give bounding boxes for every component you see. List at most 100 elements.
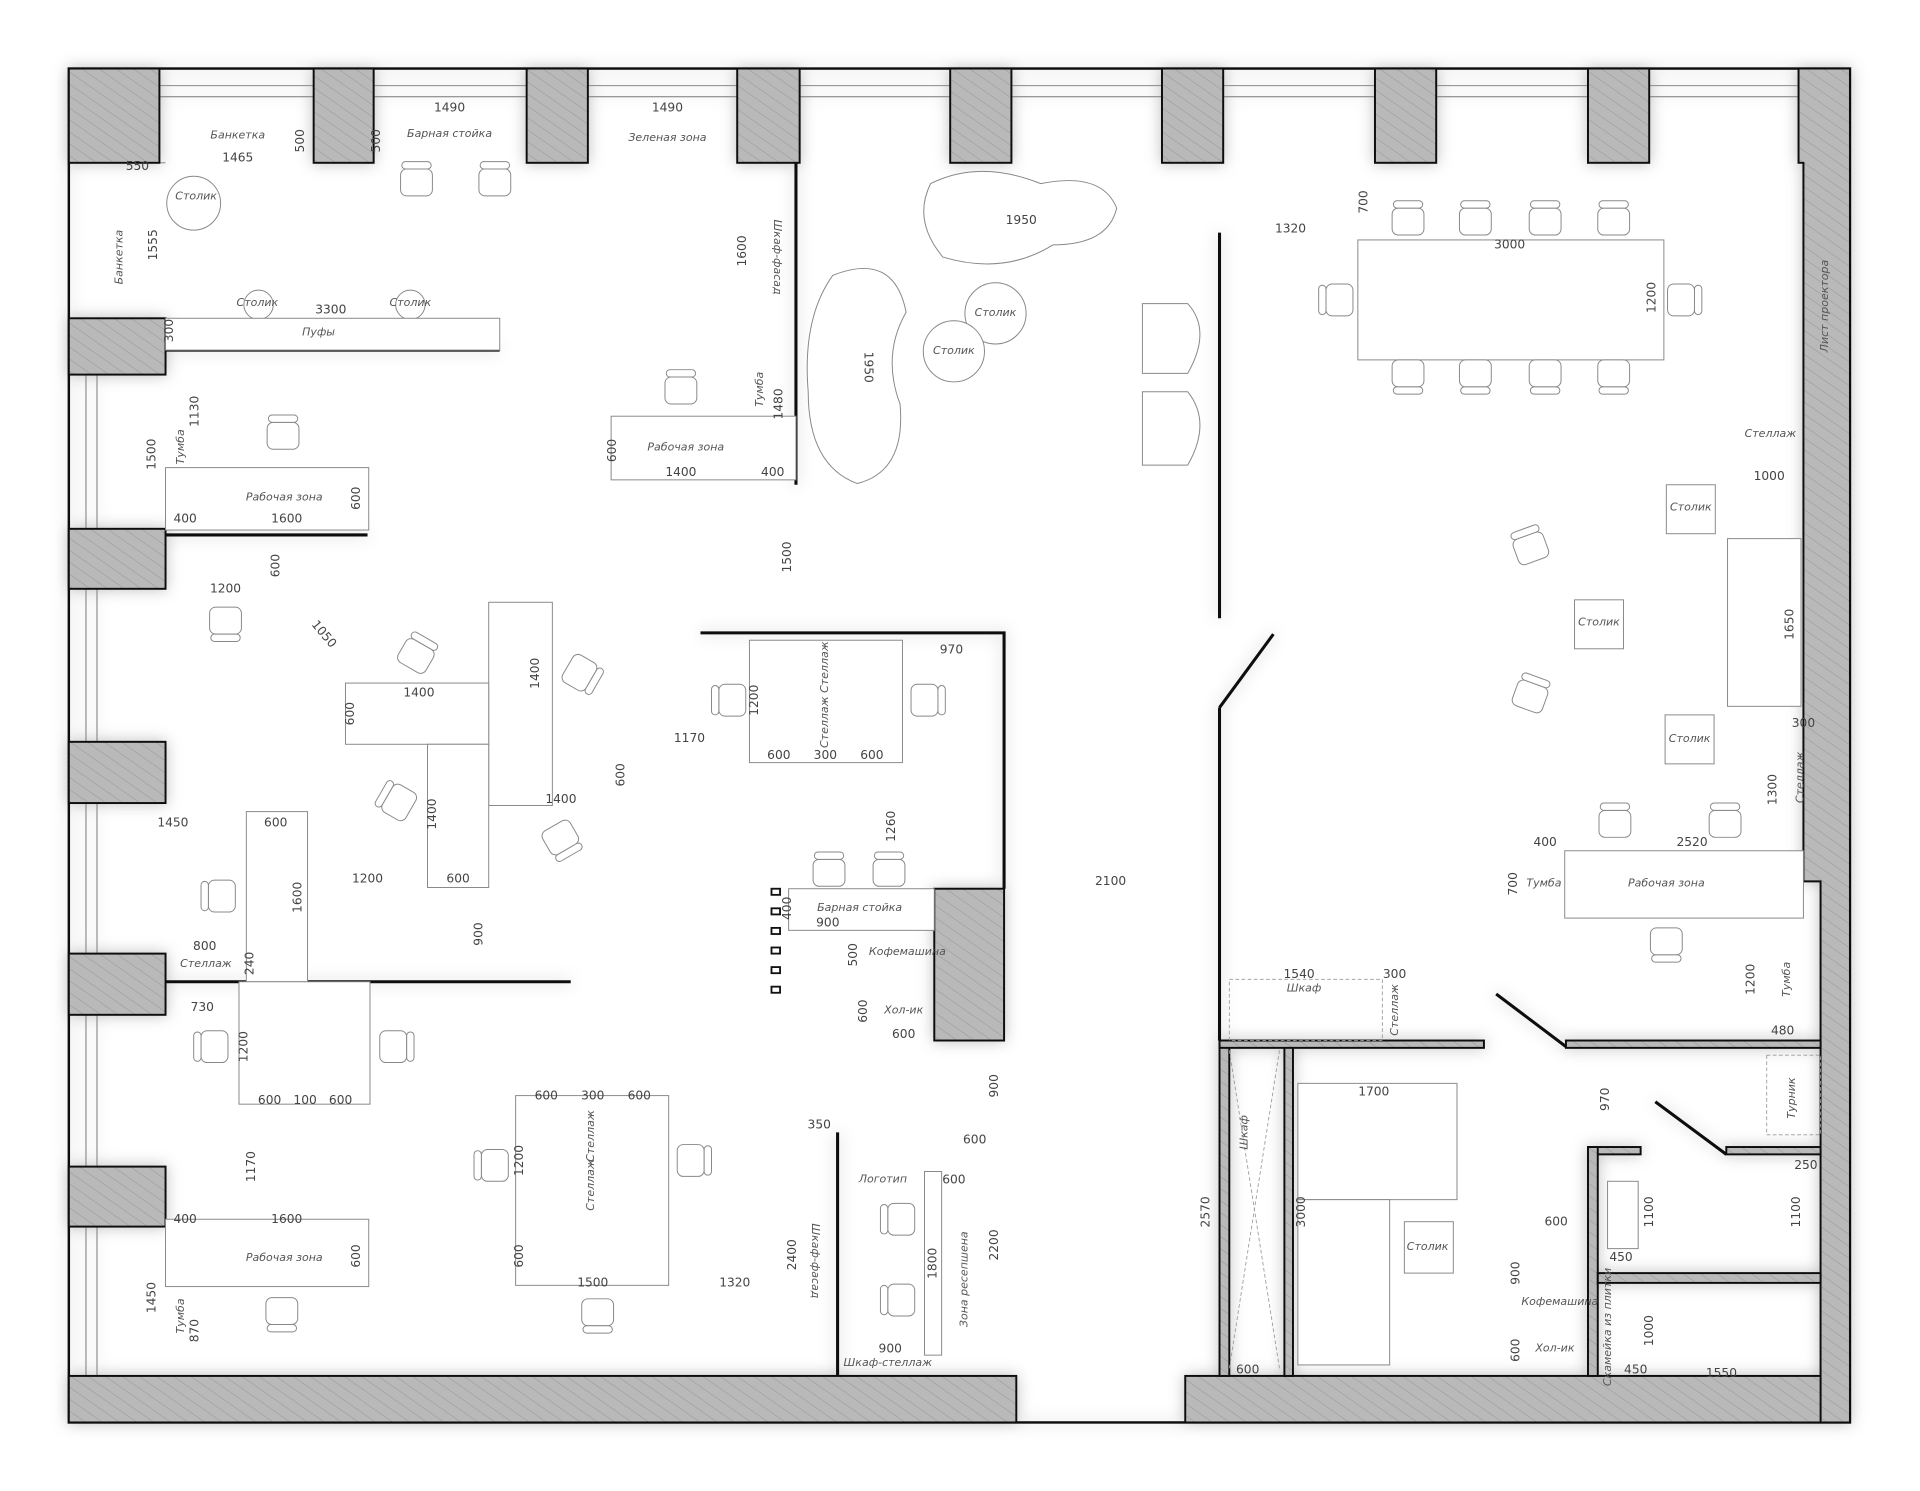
dimension-label: 400: [1533, 835, 1556, 849]
dimension-label: 1540: [1284, 967, 1315, 981]
dimension-label: 300: [581, 1088, 604, 1102]
dimension-label: 1650: [1783, 609, 1797, 640]
dimension-label: 1550: [1706, 1366, 1737, 1380]
room-label: Банкетка: [113, 229, 126, 284]
dimension-label: 400: [173, 1212, 196, 1226]
room-label: Столик: [175, 190, 217, 203]
room-label: Банкетка: [210, 128, 265, 141]
dimension-label: 2100: [1095, 874, 1126, 888]
dimension-label: 600: [535, 1088, 558, 1102]
room-label: Столик: [1578, 616, 1620, 629]
room-label: Стеллаж: [584, 1159, 597, 1211]
dimension-label: 2570: [1199, 1196, 1213, 1227]
dimension-label: 1950: [862, 352, 876, 383]
dimension-label: 1200: [352, 872, 383, 886]
dimension-label: 1200: [1644, 282, 1658, 313]
room-label: Шкаф: [1238, 1115, 1251, 1150]
dimension-label: 700: [1506, 872, 1520, 895]
chair-icon: [872, 851, 906, 887]
dimension-label: 1000: [1754, 469, 1785, 483]
dimension-label: 600: [963, 1132, 986, 1146]
chair-icon: [397, 631, 439, 674]
chair-icon: [1458, 359, 1492, 395]
dimension-label: 1600: [271, 512, 302, 526]
room-label: Тумба: [753, 371, 766, 406]
chair-icon: [812, 851, 846, 887]
dimension-label: 1200: [1743, 964, 1757, 995]
chair-icon: [200, 879, 236, 913]
furniture: [165, 161, 1821, 1369]
room-label: Столик: [975, 306, 1017, 319]
room-label: Стеллаж: [818, 641, 831, 693]
dimension-label: 1800: [926, 1248, 940, 1279]
dimension-label: 350: [808, 1118, 831, 1132]
dimension-label: 600: [349, 487, 363, 510]
room-label: Рабочая зона: [246, 491, 323, 504]
dimension-label: 450: [1624, 1362, 1647, 1376]
dimension-label: 900: [987, 1074, 1001, 1097]
dimension-label: 600: [1508, 1339, 1522, 1362]
dimension-label: 900: [1508, 1261, 1522, 1284]
room-label: Барная стойка: [817, 901, 902, 914]
chair-icon: [473, 1148, 509, 1182]
chair-icon: [664, 369, 698, 405]
chair-icon: [1391, 359, 1425, 395]
dimension-label: 500: [369, 129, 383, 152]
room-label: Тумба: [1780, 962, 1793, 997]
dimension-label: 900: [879, 1342, 902, 1356]
room-label: Стеллаж: [1388, 984, 1401, 1036]
dimension-label: 300: [1383, 967, 1406, 981]
dimension-label: 100: [293, 1093, 316, 1107]
room-label: Кофемашина: [1521, 1295, 1598, 1308]
dimension-label: 1170: [244, 1151, 258, 1182]
dimension-label: 400: [173, 512, 196, 526]
dimension-label: 1490: [652, 100, 683, 114]
dimension-label: 600: [1236, 1362, 1259, 1376]
dimension-label: 1130: [188, 396, 202, 427]
chair-icon: [1597, 200, 1631, 236]
dimension-label: 600: [605, 439, 619, 462]
room-label: Тумба: [174, 429, 187, 464]
room-label: Кофемашина: [869, 945, 946, 958]
room-label: Столик: [390, 296, 432, 309]
dimension-label: 2520: [1676, 835, 1707, 849]
room-label: Стеллаж: [180, 957, 232, 970]
dimension-label: 1490: [434, 100, 465, 114]
room-label: Шкаф-фасад: [771, 220, 784, 295]
dimension-label: 1300: [1766, 774, 1780, 805]
dimension-label: 1600: [271, 1212, 302, 1226]
dimension-label: 1950: [1006, 213, 1037, 227]
chair-icon: [561, 653, 604, 695]
dimension-label: 1600: [290, 882, 304, 913]
dimension-label: 900: [816, 916, 839, 930]
dimension-label: 500: [293, 129, 307, 152]
dimension-label: 600: [614, 763, 628, 786]
dimension-label: 1100: [1642, 1196, 1656, 1227]
room-label: Столик: [1669, 732, 1711, 745]
dimension-label: 800: [193, 939, 216, 953]
dimension-label: 500: [846, 943, 860, 966]
dimension-label: 600: [264, 815, 287, 829]
dimension-label: 1200: [210, 581, 241, 595]
dimension-label: 600: [258, 1093, 281, 1107]
dimension-label: 1600: [735, 235, 749, 266]
chair-icon: [1597, 359, 1631, 395]
dimension-label: 1700: [1358, 1085, 1389, 1099]
chair-icon: [676, 1144, 712, 1177]
dimension-label: 900: [472, 922, 486, 945]
dimension-label: 1200: [747, 685, 761, 716]
dimension-label: 3300: [315, 302, 346, 316]
chair-icon: [1598, 802, 1632, 838]
walls: [67, 67, 1852, 1424]
dimension-label: 1100: [1789, 1196, 1803, 1227]
dimension-label: 1000: [1642, 1315, 1656, 1346]
dimension-label: 870: [188, 1319, 202, 1342]
dimension-label: 1400: [528, 658, 542, 689]
dimension-label: 600: [329, 1093, 352, 1107]
dimension-label: 300: [162, 319, 176, 342]
chair-icon: [1667, 283, 1703, 317]
dimension-label: 600: [767, 748, 790, 762]
chair-icon: [1708, 802, 1742, 838]
